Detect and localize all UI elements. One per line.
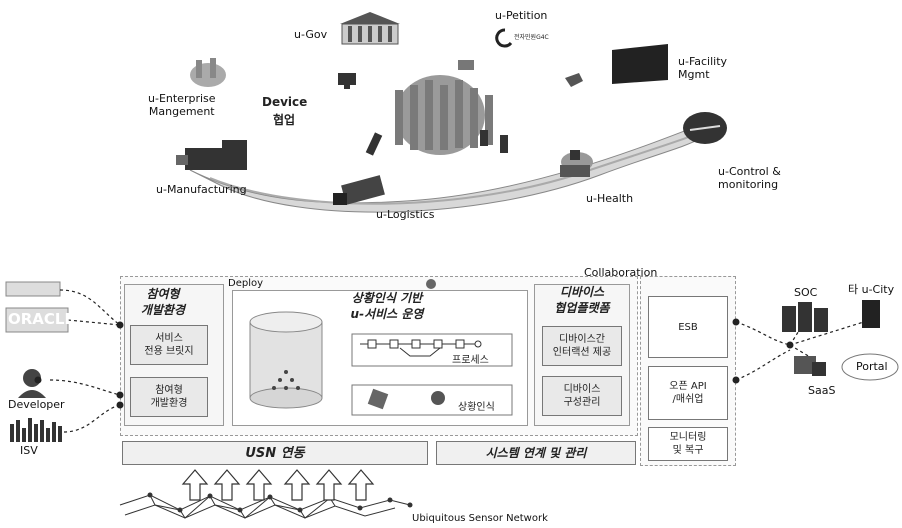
developer-icon (18, 369, 46, 398)
other-city-icon (862, 300, 880, 328)
portal-label: Portal (856, 360, 888, 373)
soc-label: SOC (794, 286, 817, 299)
saas-label: SaaS (808, 384, 835, 397)
sensor-nodes (148, 493, 413, 513)
isv-icon (10, 418, 62, 442)
vendor-logo-top (6, 282, 60, 296)
isv-label: ISV (20, 444, 38, 457)
soc-icon (782, 302, 828, 332)
saas-icon (794, 356, 826, 376)
usn-network-label: Ubiquitous Sensor Network (412, 512, 548, 525)
other-city-label: 타 u-City (848, 283, 894, 296)
oracle-logo-text: ORACLE (8, 310, 75, 328)
developer-label: Developer (8, 398, 65, 411)
